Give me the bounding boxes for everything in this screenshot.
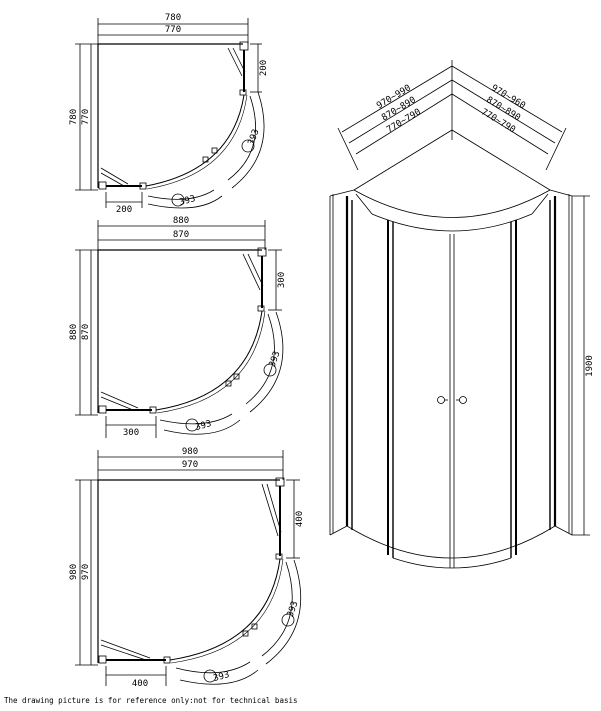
reference-footnote: The drawing picture is for reference onl… [4, 696, 298, 705]
plan2-fixed-side: 300 [277, 272, 287, 288]
plan-780 [75, 18, 265, 209]
plan2-inner-width: 870 [173, 230, 189, 240]
plan2-door-side: 393 [268, 350, 283, 369]
plan1-inner-width: 770 [165, 25, 181, 35]
plan2-door-bottom: 393 [194, 419, 212, 433]
plan1-door-side: 393 [247, 128, 262, 147]
plan2-outer-depth: 880 [69, 324, 79, 340]
plan3-outer-width: 980 [182, 447, 198, 457]
plan2-inner-depth: 870 [81, 324, 91, 340]
elevation-height: 1900 [585, 355, 595, 377]
plan3-inner-depth: 970 [81, 564, 91, 580]
plan1-outer-width: 780 [165, 13, 181, 23]
plan1-outer-depth: 780 [69, 109, 79, 125]
plan3-outer-depth: 980 [69, 564, 79, 580]
plan2-outer-width: 880 [173, 216, 189, 226]
plan-880 [75, 220, 284, 438]
elevation-view [329, 60, 590, 569]
plan1-door-bottom: 393 [178, 194, 196, 208]
plan1-fixed-bottom: 200 [116, 205, 132, 215]
plan-980 [75, 450, 302, 686]
plan1-inner-depth: 770 [81, 109, 91, 125]
plan3-fixed-bottom: 400 [132, 679, 148, 689]
plan3-fixed-side: 400 [295, 511, 305, 527]
plan1-fixed-side: 200 [259, 60, 269, 76]
plan3-door-bottom: 393 [212, 670, 230, 684]
plan3-inner-width: 970 [182, 460, 198, 470]
plan2-fixed-bottom: 300 [123, 428, 139, 438]
